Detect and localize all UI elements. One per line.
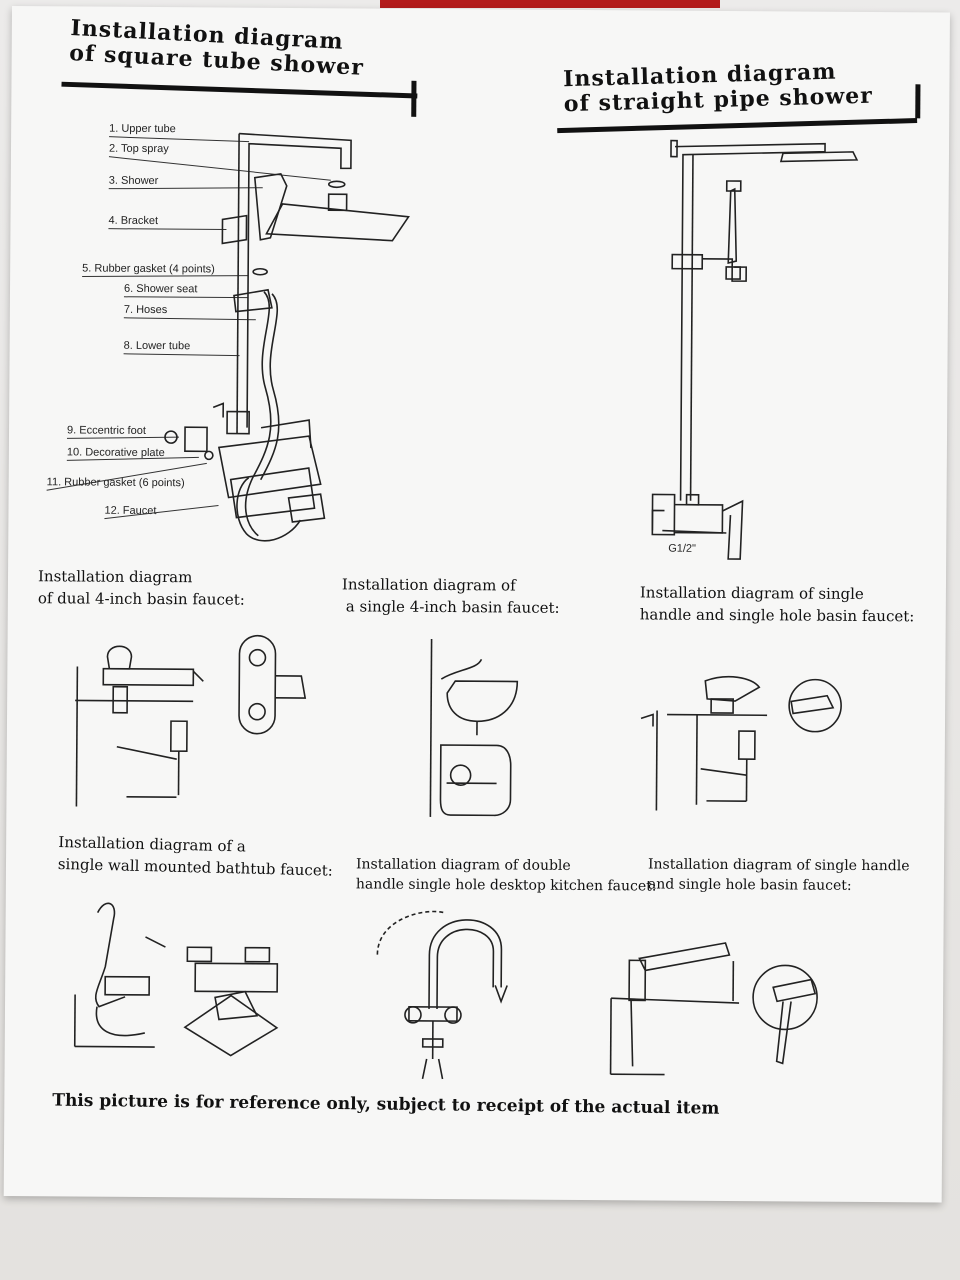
kitchen-drawing xyxy=(376,910,508,1080)
single-basin-drawing xyxy=(429,638,519,817)
bathtub-drawing xyxy=(73,902,279,1057)
single-handle-basin-drawing xyxy=(609,942,818,1076)
red-edge-strip xyxy=(380,0,720,8)
bottom-faucet-diagrams xyxy=(73,902,818,1080)
basin-faucet-diagrams xyxy=(75,634,842,817)
dual-basin-drawing xyxy=(75,634,307,807)
instruction-sheet: Installation diagram of square tube show… xyxy=(3,6,950,1203)
square-shower-diagram xyxy=(46,132,410,542)
leader-lines xyxy=(46,136,331,520)
straight-shower-diagram: G1/2" xyxy=(651,139,859,560)
square-shower-outline xyxy=(164,132,410,542)
single-handle-hole-drawing xyxy=(640,675,842,811)
straight-shower-outline xyxy=(651,139,859,560)
thread-size-label: G1/2" xyxy=(668,543,696,555)
